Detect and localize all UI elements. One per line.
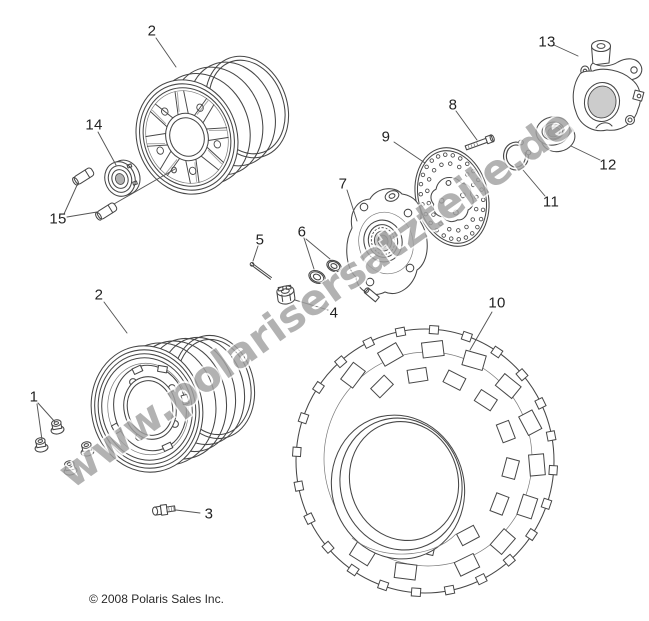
callout-washers: 6 — [297, 223, 307, 241]
callout-brake-disc: 9 — [381, 128, 391, 146]
part-cotter-pin-drawing — [249, 261, 273, 280]
callout-valve-stem: 3 — [204, 505, 214, 523]
callout-front-wheel: 2 — [147, 22, 157, 40]
part-lug-nuts-drawing — [34, 419, 95, 476]
callout-bearing-cap: 14 — [85, 116, 103, 134]
callout-bearing: 12 — [599, 156, 617, 174]
part-stud-2-drawing — [95, 202, 118, 221]
part-front-wheel-drawing — [135, 55, 290, 195]
part-snap-ring-drawing — [503, 139, 532, 171]
part-bearing-drawing — [535, 116, 576, 153]
callout-tire: 10 — [488, 294, 506, 312]
callout-bolt: 8 — [448, 96, 458, 114]
callout-rear-wheel: 2 — [94, 286, 104, 304]
callout-hub: 7 — [338, 175, 348, 193]
callout-cotter-pin: 5 — [255, 231, 265, 249]
callout-snap-ring: 11 — [542, 193, 560, 211]
callout-castle-nut: 4 — [329, 304, 339, 322]
part-tire-drawing — [291, 324, 559, 598]
callout-knuckle: 13 — [538, 33, 556, 51]
callout-lug-nuts: 1 — [29, 388, 39, 406]
part-rear-wheel-drawing — [90, 334, 256, 473]
copyright-text: © 2008 Polaris Sales Inc. — [89, 592, 224, 606]
leader-lines — [36, 37, 601, 514]
part-bolt-drawing — [464, 134, 495, 151]
part-brake-disc-drawing — [414, 147, 490, 247]
part-knuckle-drawing — [572, 39, 645, 132]
part-stud-1-drawing — [72, 167, 95, 186]
callout-studs: 15 — [49, 210, 67, 228]
part-washers-drawing — [308, 259, 342, 285]
part-valve-stem-drawing — [152, 503, 176, 516]
part-bearing-cap-drawing — [104, 159, 141, 197]
part-castle-nut-drawing — [276, 284, 296, 305]
part-hub-drawing — [346, 188, 428, 303]
